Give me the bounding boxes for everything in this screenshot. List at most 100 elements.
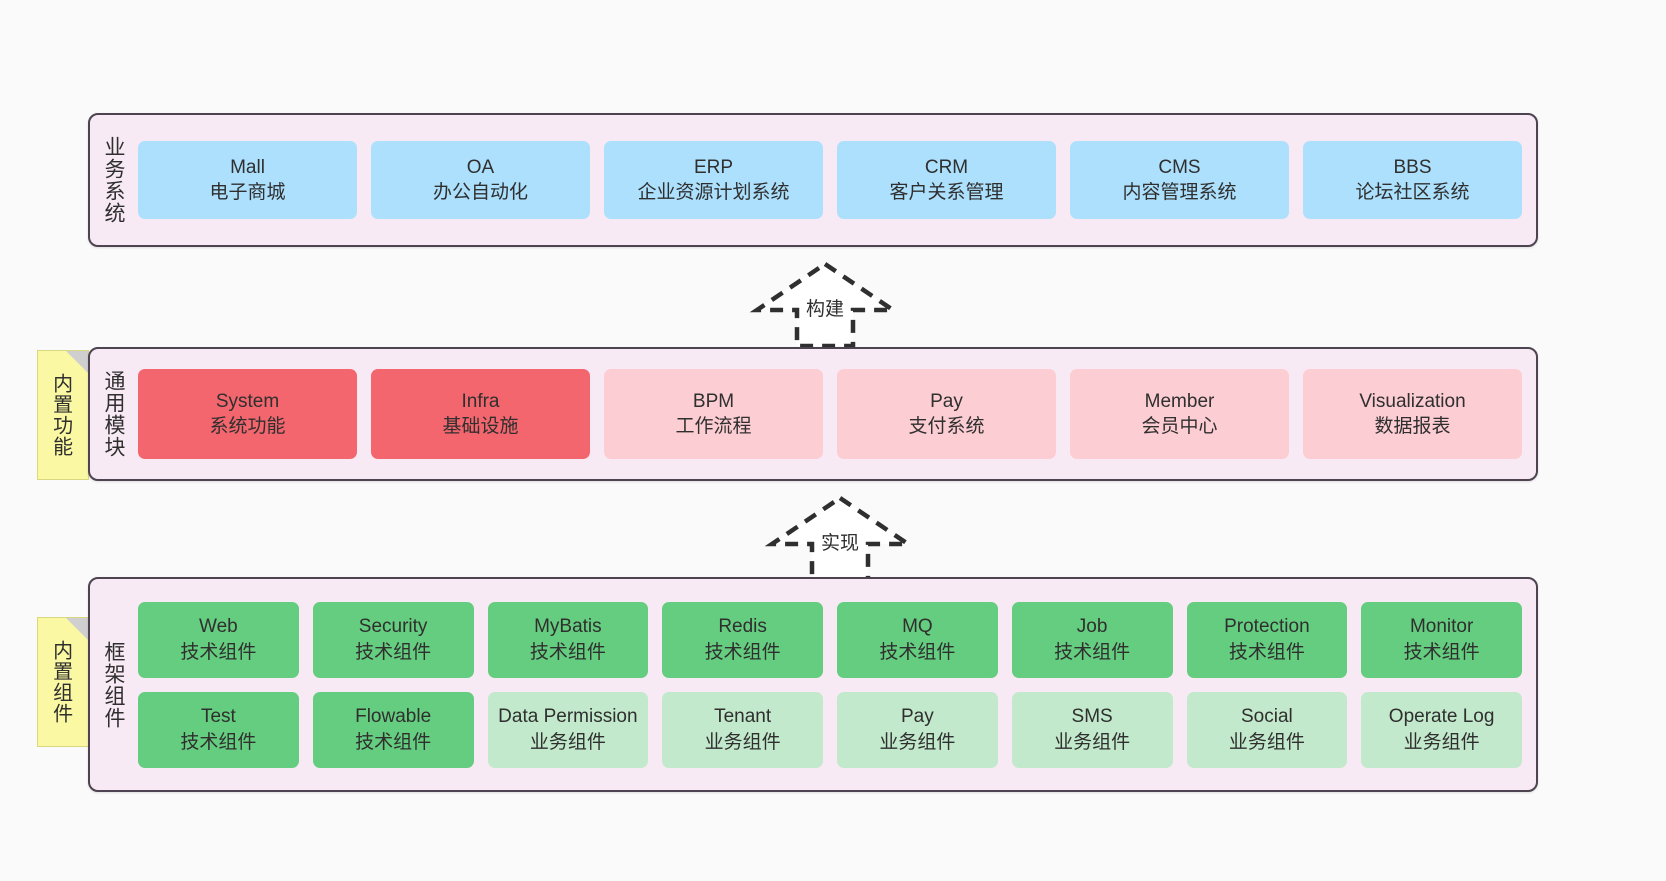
card-subtitle: 技术组件 — [1228, 641, 1305, 663]
card-bbs[interactable]: BBS 论坛社区系统 — [1303, 141, 1522, 219]
card-subtitle: 技术组件 — [704, 641, 781, 663]
card-social[interactable]: Social 业务组件 — [1186, 691, 1348, 768]
card-redis[interactable]: Redis 技术组件 — [662, 601, 823, 678]
note-builtin-components: 内置组件 — [37, 617, 89, 747]
card-subtitle: 系统功能 — [209, 416, 286, 437]
card-title: Redis — [718, 616, 767, 638]
card-title: Member — [1144, 390, 1215, 412]
layer-title-modules: 通用模块 — [101, 370, 125, 458]
card-subtitle: 业务组件 — [529, 731, 606, 753]
layer-framework-components: 框架组件 Web 技术组件 Security 技术组件 MyBatis 技术组件… — [88, 577, 1538, 792]
card-title: Job — [1076, 616, 1108, 638]
card-subtitle: 企业资源计划系统 — [637, 182, 790, 203]
layer-business-system: 业务系统 Mall 电子商城 OA 办公自动化 ERP 企业资源计划系统 CRM… — [88, 113, 1538, 247]
card-title: System — [215, 390, 280, 412]
card-title: Pay — [901, 706, 934, 728]
card-subtitle: 业务组件 — [879, 731, 956, 753]
card-subtitle: 技术组件 — [355, 641, 432, 663]
card-job[interactable]: Job 技术组件 — [1011, 601, 1173, 678]
card-operate-log[interactable]: Operate Log 业务组件 — [1361, 691, 1522, 768]
card-title: Monitor — [1409, 616, 1474, 638]
card-title: BBS — [1393, 156, 1432, 178]
layer-common-modules: 通用模块 System 系统功能 Infra 基础设施 BPM 工作流程 Pay… — [88, 347, 1538, 481]
card-monitor[interactable]: Monitor 技术组件 — [1361, 601, 1522, 678]
layer-body-modules: System 系统功能 Infra 基础设施 BPM 工作流程 Pay 支付系统… — [136, 349, 1536, 479]
layer-title-framework: 框架组件 — [101, 640, 125, 729]
layer-title-business: 业务系统 — [101, 136, 125, 224]
card-title: Social — [1241, 706, 1293, 728]
card-visualization[interactable]: Visualization 数据报表 — [1303, 369, 1522, 459]
card-pay-component[interactable]: Pay 业务组件 — [837, 691, 998, 768]
card-subtitle: 内容管理系统 — [1122, 182, 1237, 203]
card-bpm[interactable]: BPM 工作流程 — [604, 369, 823, 459]
card-title: Web — [199, 616, 238, 638]
card-title: Flowable — [355, 706, 432, 728]
card-title: ERP — [693, 156, 734, 178]
card-web[interactable]: Web 技术组件 — [138, 601, 299, 678]
card-subtitle: 技术组件 — [180, 641, 257, 663]
card-subtitle: 业务组件 — [1054, 731, 1131, 753]
card-title: Visualization — [1359, 390, 1466, 412]
card-title: Operate Log — [1388, 706, 1495, 728]
card-subtitle: 技术组件 — [180, 731, 257, 753]
card-subtitle: 业务组件 — [704, 731, 781, 753]
card-cms[interactable]: CMS 内容管理系统 — [1070, 141, 1289, 219]
layer-body-framework: Web 技术组件 Security 技术组件 MyBatis 技术组件 Redi… — [136, 579, 1536, 790]
card-subtitle: 数据报表 — [1374, 416, 1451, 437]
card-mq[interactable]: MQ 技术组件 — [837, 601, 998, 678]
connector-build-arrow: 构建 — [745, 258, 905, 350]
layer-body-business: Mall 电子商城 OA 办公自动化 ERP 企业资源计划系统 CRM 客户关系… — [136, 115, 1536, 245]
card-subtitle: 技术组件 — [879, 641, 956, 663]
card-title: CMS — [1158, 156, 1201, 178]
framework-row-business: Test 技术组件 Flowable 技术组件 Data Permission … — [138, 691, 1522, 768]
card-erp[interactable]: ERP 企业资源计划系统 — [604, 141, 823, 219]
card-member[interactable]: Member 会员中心 — [1070, 369, 1289, 459]
card-title: Tenant — [714, 706, 772, 728]
card-pay[interactable]: Pay 支付系统 — [837, 369, 1056, 459]
card-title: Security — [358, 616, 428, 638]
card-subtitle: 业务组件 — [1403, 731, 1480, 753]
card-subtitle: 支付系统 — [908, 416, 985, 437]
connector-implement-arrow: 实现 — [760, 492, 920, 584]
card-title: MQ — [902, 616, 933, 638]
card-title: OA — [466, 156, 495, 178]
card-sms[interactable]: SMS 业务组件 — [1011, 691, 1173, 768]
card-title: Protection — [1224, 616, 1310, 638]
card-title: Pay — [930, 390, 963, 412]
card-subtitle: 技术组件 — [355, 731, 432, 753]
card-infra[interactable]: Infra 基础设施 — [371, 369, 590, 459]
card-data-permission[interactable]: Data Permission 业务组件 — [487, 691, 649, 768]
card-subtitle: 客户关系管理 — [889, 182, 1004, 203]
framework-row-technical: Web 技术组件 Security 技术组件 MyBatis 技术组件 Redi… — [138, 601, 1522, 678]
card-subtitle: 技术组件 — [1054, 641, 1131, 663]
card-title: Data Permission — [498, 706, 638, 728]
card-subtitle: 基础设施 — [442, 416, 519, 437]
card-system[interactable]: System 系统功能 — [138, 369, 357, 459]
card-security[interactable]: Security 技术组件 — [312, 601, 474, 678]
card-crm[interactable]: CRM 客户关系管理 — [837, 141, 1056, 219]
card-subtitle: 技术组件 — [1403, 641, 1480, 663]
card-oa[interactable]: OA 办公自动化 — [371, 141, 590, 219]
card-flowable[interactable]: Flowable 技术组件 — [312, 691, 474, 768]
card-title: SMS — [1071, 706, 1113, 728]
note-label: 内置功能 — [49, 373, 72, 457]
card-subtitle: 业务组件 — [1228, 731, 1305, 753]
card-subtitle: 技术组件 — [529, 641, 606, 663]
card-subtitle: 会员中心 — [1141, 416, 1218, 437]
card-subtitle: 电子商城 — [209, 182, 286, 203]
note-label: 内置组件 — [49, 640, 72, 724]
card-title: Mall — [230, 156, 265, 178]
card-subtitle: 办公自动化 — [432, 182, 528, 203]
card-mall[interactable]: Mall 电子商城 — [138, 141, 357, 219]
card-title: MyBatis — [534, 616, 602, 638]
card-title: BPM — [692, 390, 735, 412]
note-builtin-functions: 内置功能 — [37, 350, 89, 480]
card-title: Infra — [461, 390, 500, 412]
card-subtitle: 论坛社区系统 — [1355, 182, 1470, 203]
card-tenant[interactable]: Tenant 业务组件 — [662, 691, 823, 768]
card-protection[interactable]: Protection 技术组件 — [1186, 601, 1348, 678]
card-mybatis[interactable]: MyBatis 技术组件 — [487, 601, 649, 678]
card-test[interactable]: Test 技术组件 — [138, 691, 299, 768]
card-title: CRM — [924, 156, 969, 178]
